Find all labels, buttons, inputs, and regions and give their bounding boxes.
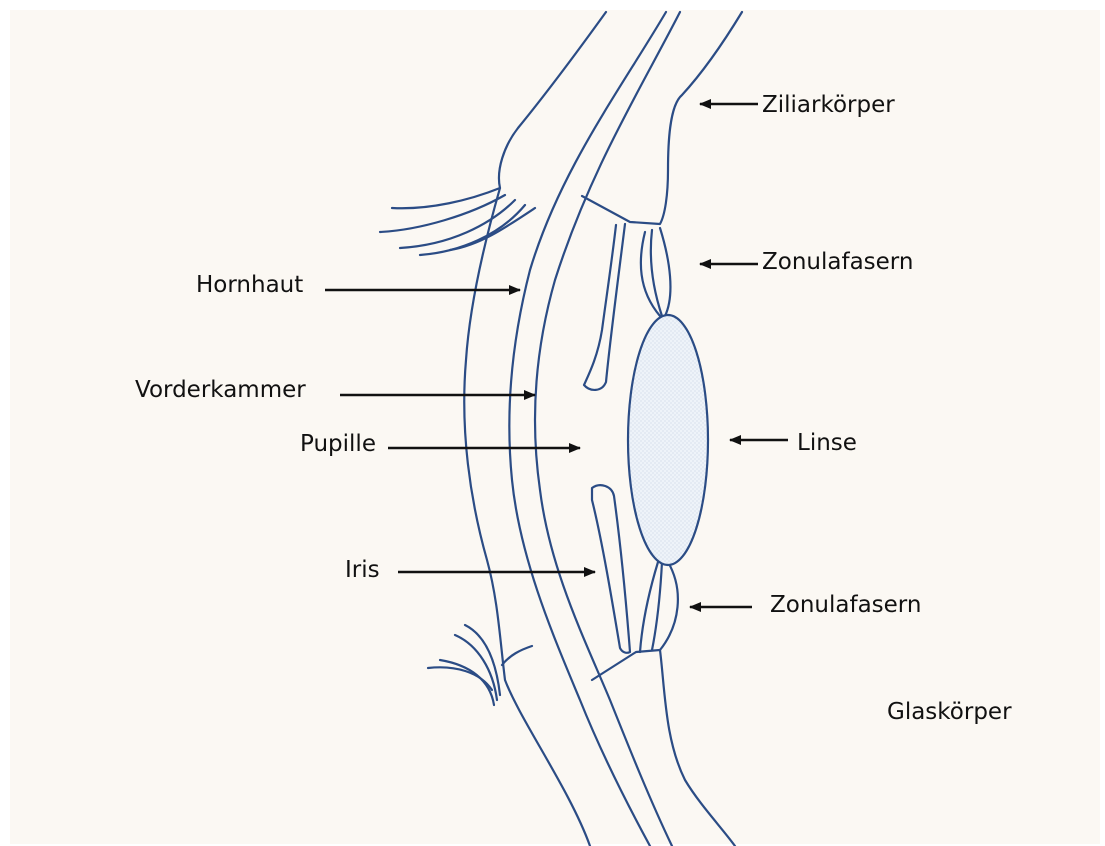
upper-eyelash [380, 195, 505, 232]
iris-lower [592, 485, 630, 653]
lower-eyelash [455, 635, 497, 700]
lower-eyelash [502, 646, 532, 665]
label-vorderkammer: Vorderkammer [135, 379, 306, 402]
lower-eyelash [428, 667, 492, 690]
iris-upper [584, 224, 625, 390]
zonular-fiber-lower [660, 562, 678, 650]
label-zonulafasern-bottom: Zonulafasern [770, 594, 921, 617]
zonular-fiber-lower [640, 562, 658, 652]
zonular-fiber-upper [660, 228, 670, 316]
label-hornhaut: Hornhaut [196, 274, 303, 297]
label-glaskoerper: Glaskörper [887, 701, 1012, 724]
label-linse: Linse [797, 432, 857, 455]
label-pupille: Pupille [300, 433, 376, 456]
ciliary-body-upper [582, 12, 742, 224]
label-iris: Iris [345, 559, 380, 582]
ciliary-body-lower [592, 650, 735, 846]
label-ziliarkoerper: Ziliarkörper [762, 94, 895, 117]
zonular-fiber-upper [651, 230, 662, 316]
label-zonulafasern-top: Zonulafasern [762, 251, 913, 274]
lens-shape [628, 315, 708, 565]
